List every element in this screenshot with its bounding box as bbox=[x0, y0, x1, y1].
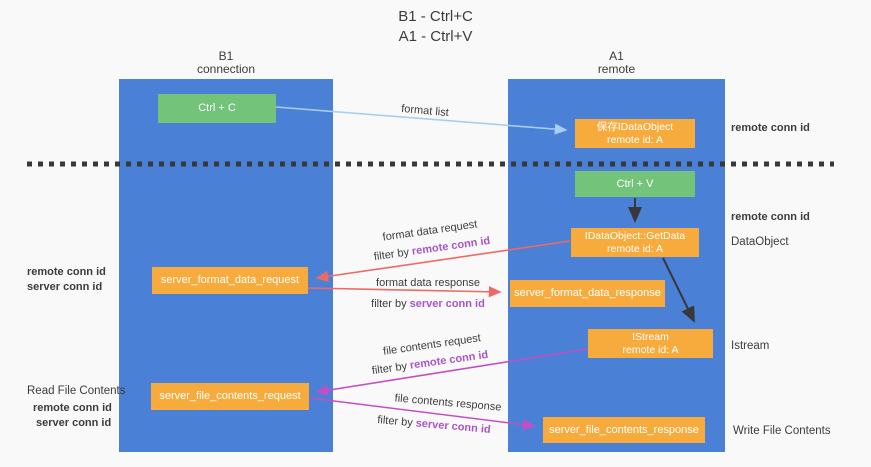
diagram-title: B1 - Ctrl+C A1 - Ctrl+V bbox=[0, 7, 871, 47]
dataobject-label: DataObject bbox=[731, 236, 789, 248]
format-list-label: format list bbox=[400, 102, 450, 120]
node-server-file-contents-request: server_file_contents_request bbox=[151, 383, 309, 410]
right-column-role: remote bbox=[597, 62, 636, 76]
node-istream-line2: remote id: A bbox=[622, 343, 679, 356]
node-server-format-data-response-label: server_format_data_response bbox=[514, 287, 661, 299]
right-remote-conn-id-top: remote conn id bbox=[731, 122, 810, 134]
title-line-1: B1 - Ctrl+C bbox=[398, 8, 473, 25]
remote-conn-id-text: remote conn id bbox=[411, 234, 491, 258]
node-idataobject-getdata-line1: IDataObject::GetData bbox=[584, 229, 686, 242]
left-remote-conn-id: remote conn id bbox=[27, 266, 106, 278]
left-column-name: B1 bbox=[218, 49, 234, 63]
server-conn-id-text: server conn id bbox=[409, 298, 485, 310]
write-file-contents-label: Write File Contents bbox=[733, 425, 831, 437]
node-save-idataobject: 保存IDataObject remote id: A bbox=[575, 119, 695, 148]
node-save-idataobject-line1: 保存IDataObject bbox=[596, 120, 674, 133]
istream-label: Istream bbox=[731, 340, 770, 352]
node-idataobject-getdata: IDataObject::GetData remote id: A bbox=[571, 228, 699, 257]
filter-by-text: filter by bbox=[371, 360, 408, 378]
format-data-response-label: format data response bbox=[376, 277, 480, 289]
right-column-header: A1 remote bbox=[508, 50, 725, 76]
left-column-header: B1 connection bbox=[119, 50, 333, 76]
filter-by-text: filter by bbox=[376, 414, 414, 430]
left-server-conn-id-2: server conn id bbox=[36, 417, 112, 429]
node-ctrl-v: Ctrl + V bbox=[575, 171, 695, 197]
node-istream-line1: IStream bbox=[632, 330, 669, 343]
node-server-file-contents-response-label: server_file_contents_response bbox=[549, 423, 699, 436]
right-remote-conn-id-mid: remote conn id bbox=[731, 211, 810, 223]
title-line-2: A1 - Ctrl+V bbox=[398, 28, 473, 45]
node-server-format-data-request: server_format_data_request bbox=[152, 267, 308, 294]
node-ctrl-v-label: Ctrl + V bbox=[616, 177, 654, 190]
read-file-contents-label: Read File Contents bbox=[27, 385, 126, 397]
server-conn-id-text: server conn id bbox=[415, 417, 492, 436]
node-ctrl-c: Ctrl + C bbox=[158, 94, 276, 123]
left-remote-conn-id-2: remote conn id bbox=[33, 402, 112, 414]
node-server-file-contents-request-label: server_file_contents_request bbox=[159, 390, 301, 402]
filter-by-text: filter by bbox=[371, 298, 407, 310]
filter-by-text: filter by bbox=[373, 246, 410, 264]
right-column-name: A1 bbox=[609, 49, 624, 63]
left-column-role: connection bbox=[196, 62, 256, 76]
node-istream: IStream remote id: A bbox=[588, 329, 713, 358]
node-server-format-data-request-label: server_format_data_request bbox=[160, 274, 300, 286]
node-ctrl-c-label: Ctrl + C bbox=[198, 102, 236, 114]
file-contents-response-label: file contents response bbox=[394, 392, 502, 414]
node-save-idataobject-line2: remote id: A bbox=[606, 133, 664, 146]
node-idataobject-getdata-line2: remote id: A bbox=[606, 242, 664, 255]
left-server-conn-id: server conn id bbox=[27, 281, 103, 293]
node-server-format-data-response: server_format_data_response bbox=[510, 280, 665, 307]
node-server-file-contents-response: server_file_contents_response bbox=[543, 417, 705, 443]
